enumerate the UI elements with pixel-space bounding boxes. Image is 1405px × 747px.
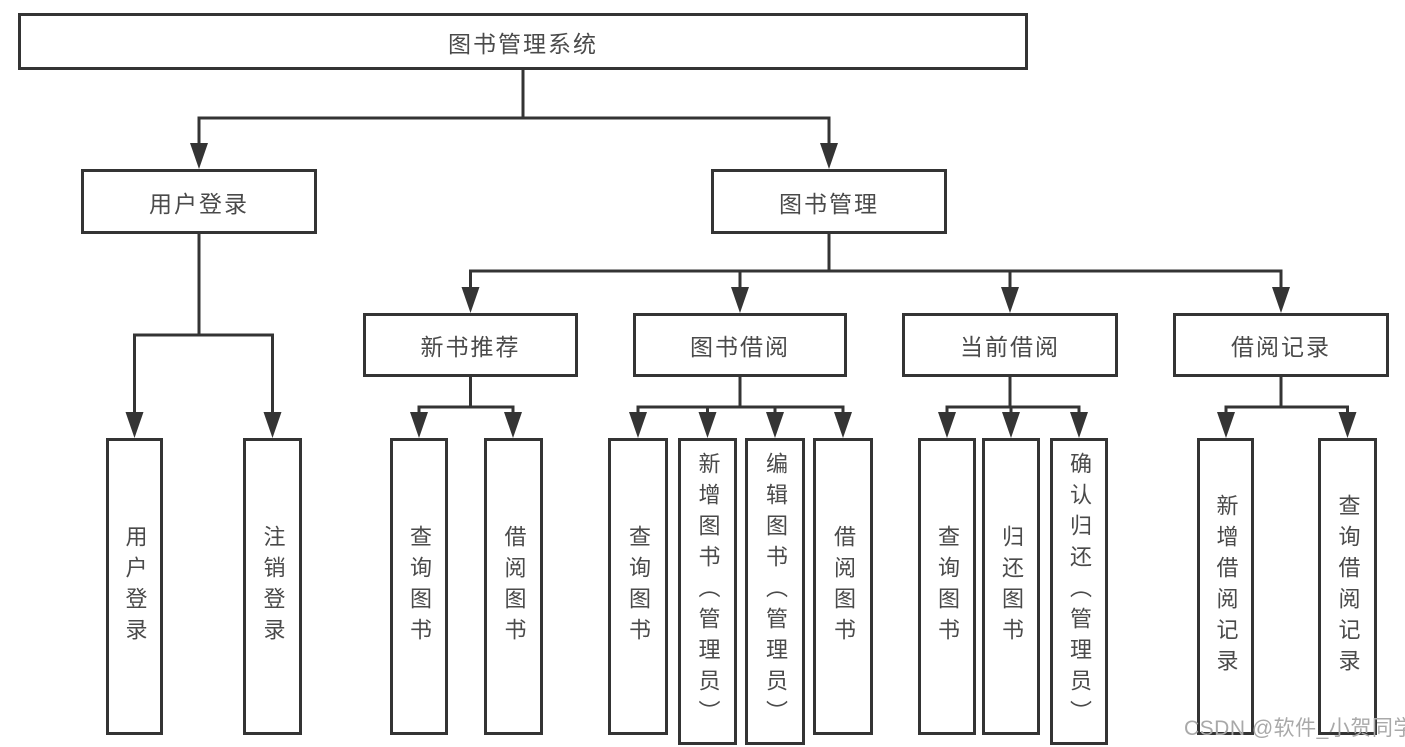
leaf-confirm-return-admin: 确认归还（管理员） <box>1050 438 1108 745</box>
leaf-user-login: 用户登录 <box>106 438 163 735</box>
leaf-label: 借阅图书 <box>501 524 527 649</box>
connector-book-borrowing <box>629 377 852 438</box>
node-label: 借阅记录 <box>1231 334 1331 360</box>
node-label: 图书借阅 <box>690 334 790 360</box>
leaf-label: 归还图书 <box>999 524 1024 649</box>
leaf-label: 查询图书 <box>935 524 960 649</box>
connector-user-login <box>125 234 282 438</box>
node-library-management-system: 图书管理系统 <box>18 13 1028 70</box>
leaf-return-books: 归还图书 <box>982 438 1040 735</box>
connector-borrowing-records <box>1217 377 1357 438</box>
node-new-book-recommendation: 新书推荐 <box>363 313 578 377</box>
leaf-label: 注销登录 <box>260 524 286 649</box>
leaf-add-books-admin: 新增图书（管理员） <box>678 438 737 745</box>
node-user-login: 用户登录 <box>81 169 317 234</box>
leaf-query-books-recommend: 查询图书 <box>390 438 448 735</box>
leaf-label: 新增图书（管理员） <box>695 452 721 731</box>
leaf-label: 借阅图书 <box>831 524 856 649</box>
leaf-label: 查询图书 <box>407 524 432 649</box>
connector-root <box>190 70 838 169</box>
leaf-edit-books-admin: 编辑图书（管理员） <box>745 438 805 745</box>
leaf-label: 用户登录 <box>122 524 148 649</box>
connector-book-management <box>461 234 1290 313</box>
leaf-label: 新增借阅记录 <box>1213 493 1239 680</box>
watermark: CSDN @软件_小贺同学 <box>1184 717 1405 740</box>
node-borrowing-records: 借阅记录 <box>1173 313 1389 377</box>
node-current-borrowing: 当前借阅 <box>902 313 1118 377</box>
leaf-label: 查询借阅记录 <box>1335 493 1361 680</box>
node-label: 新书推荐 <box>420 334 521 360</box>
leaf-query-books-current: 查询图书 <box>918 438 976 735</box>
node-label: 图书管理 <box>779 190 879 217</box>
leaf-query-books-borrowing: 查询图书 <box>608 438 668 735</box>
leaf-query-borrow-record: 查询借阅记录 <box>1318 438 1377 735</box>
connector-current-borrowing <box>938 377 1088 438</box>
node-book-borrowing: 图书借阅 <box>633 313 847 377</box>
leaf-label: 查询图书 <box>626 524 651 649</box>
node-label: 图书管理系统 <box>448 30 598 57</box>
leaf-borrow-books-recommend: 借阅图书 <box>484 438 543 735</box>
leaf-borrow-books-borrowing: 借阅图书 <box>813 438 873 735</box>
node-label: 当前借阅 <box>960 334 1060 360</box>
leaf-add-borrow-record: 新增借阅记录 <box>1197 438 1254 735</box>
leaf-label: 编辑图书（管理员） <box>763 452 788 731</box>
connector-new-book-recommendation <box>410 377 522 438</box>
node-book-management: 图书管理 <box>711 169 947 234</box>
leaf-label: 确认归还（管理员） <box>1067 452 1092 731</box>
leaf-logout: 注销登录 <box>243 438 302 735</box>
node-label: 用户登录 <box>149 190 249 217</box>
